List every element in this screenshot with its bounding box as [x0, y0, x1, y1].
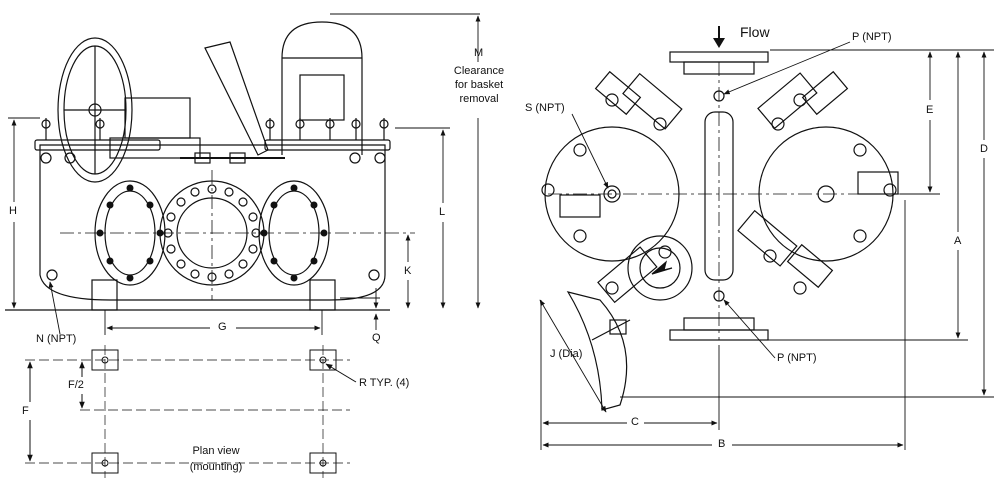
handwheel: [57, 37, 133, 183]
label-g: G: [218, 321, 227, 333]
clamp-knobs: [541, 93, 897, 295]
label-r-typ: R TYP. (4): [359, 377, 410, 389]
label-p-npt-bottom: P (NPT): [777, 352, 817, 364]
flow-arrow: [713, 26, 725, 48]
label-a: A: [954, 235, 962, 247]
label-k: K: [404, 265, 412, 277]
plan-view: [25, 345, 357, 478]
label-m-note-1: Clearance: [453, 65, 505, 77]
top-view: [541, 51, 935, 411]
lever-arm: [204, 41, 269, 156]
label-h: H: [9, 205, 17, 217]
clamp-arms: [559, 70, 899, 304]
label-d: D: [980, 143, 988, 155]
label-b: B: [718, 438, 726, 450]
label-f-half: F/2: [68, 379, 84, 391]
eye-bolts: [41, 118, 389, 140]
p-port-bottom: [713, 290, 725, 302]
front-elevation: [5, 21, 415, 311]
basket-dome: [281, 21, 363, 155]
label-flow: Flow: [740, 24, 770, 40]
label-c: C: [631, 416, 639, 428]
drain-plug-left: [46, 269, 58, 281]
label-j-dia: J (Dia): [550, 348, 583, 360]
left-dimensions: [8, 13, 481, 335]
p-port-top: [713, 90, 725, 102]
label-plan-view: Plan view: [192, 445, 240, 457]
label-l: L: [439, 206, 446, 218]
label-n-npt: N (NPT): [36, 333, 77, 345]
left-foot: [91, 279, 118, 311]
label-e: E: [926, 104, 934, 116]
cover-ears: [40, 152, 386, 164]
label-f: F: [22, 405, 29, 417]
indicator-dial: [627, 235, 693, 301]
right-cover-flange: [264, 139, 391, 151]
left-cover-flange: [34, 139, 161, 151]
right-flange-bolts: [260, 184, 328, 282]
inlet-flange: [669, 51, 769, 63]
drain-plug-right: [368, 269, 380, 281]
label-p-npt-top: P (NPT): [852, 31, 892, 43]
strainer-body: [39, 144, 386, 301]
s-port: [607, 189, 617, 199]
gearbox: [124, 97, 191, 139]
label-m-note-2: for basket: [454, 79, 504, 91]
label-plan-view-sub: (mounting): [189, 461, 243, 473]
right-foot: [309, 279, 336, 311]
label-q: Q: [372, 332, 381, 344]
dome-window: [299, 74, 345, 121]
label-m: M: [474, 47, 484, 59]
right-dimensions: [539, 41, 994, 450]
label-m-note-3: removal: [459, 93, 499, 105]
label-s-npt: S (NPT): [525, 102, 565, 114]
